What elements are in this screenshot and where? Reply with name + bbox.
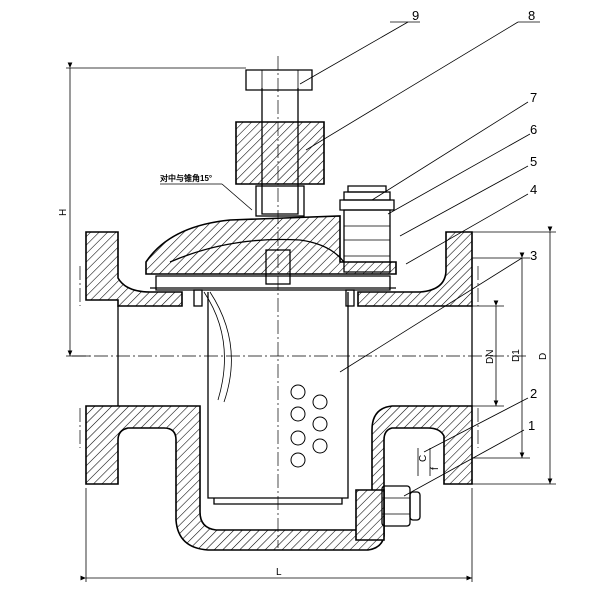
basket-perforations [290,384,328,468]
callout-4: 4 [530,182,537,197]
dim-l-label: L [276,567,282,578]
callout-1: 1 [528,418,535,433]
callout-8: 8 [528,8,535,23]
callout-2: 2 [530,386,537,401]
dim-c-label: C [418,455,429,462]
callout-6: 6 [530,122,537,137]
valve-body [85,121,473,551]
leader-lines [299,21,540,497]
callout-3: 3 [530,248,537,263]
dim-d1-label: D1 [511,349,522,362]
drain-plug [381,485,421,527]
dim-f-label: f [430,467,441,470]
cover-bolt [339,185,395,273]
cone-note: 对中与锥角15° [160,173,253,211]
callout-5: 5 [530,154,537,169]
dimension-lines [66,62,556,582]
callout-numbers: 1 2 3 4 5 6 7 8 9 [412,8,537,433]
callout-9: 9 [412,8,419,23]
cone-angle-note: 对中与锥角15° [160,173,212,183]
centerlines [72,56,528,548]
callout-7: 7 [530,90,537,105]
dim-h-label: H [58,209,69,216]
strainer-basket [193,289,355,505]
dim-d-label: D [538,353,549,360]
dim-dn-label: DN [485,350,496,364]
dimension-labels: H L DN D1 D C f [58,209,549,578]
